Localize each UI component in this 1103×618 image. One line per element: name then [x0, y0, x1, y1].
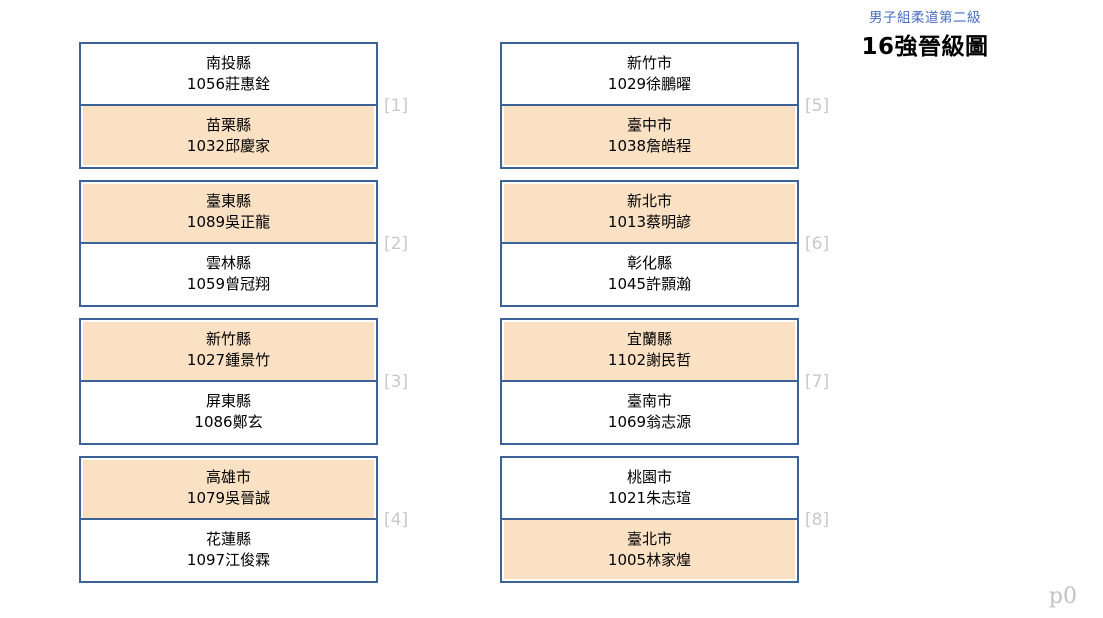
- slot-text: 苗栗縣 1032邱慶家: [187, 115, 270, 157]
- match-slot-winner[interactable]: 新竹縣 1027鍾景竹: [81, 320, 376, 382]
- page-header: 男子組柔道第二級 16強晉級圖: [775, 8, 1075, 64]
- team-name: 臺中市: [626, 116, 672, 135]
- slot-text: 彰化縣 1045許顥瀚: [608, 253, 691, 295]
- team-name: 雲林縣: [205, 254, 251, 273]
- match-slot[interactable]: 桃園市 1021朱志瑄: [502, 458, 797, 520]
- match-index-label: [8]: [805, 509, 830, 530]
- slot-text: 花蓮縣 1097江俊霖: [187, 529, 270, 571]
- match-box[interactable]: 宜蘭縣 1102謝民哲臺南市 1069翁志源 [7]: [500, 318, 829, 445]
- match-box[interactable]: 新北市 1013蔡明諺彰化縣 1045許顥瀚 [6]: [500, 180, 829, 307]
- slot-text: 桃園市 1021朱志瑄: [608, 467, 691, 509]
- slot-text: 臺南市 1069翁志源: [608, 391, 691, 433]
- winner-highlight: [83, 105, 374, 165]
- slot-text: 雲林縣 1059曾冠翔: [187, 253, 270, 295]
- team-name: 臺北市: [626, 530, 672, 549]
- player-name: 1027鍾景竹: [186, 350, 271, 369]
- match-box[interactable]: 南投縣 1056莊惠銓苗栗縣 1032邱慶家 [1]: [79, 42, 408, 169]
- winner-highlight: [504, 184, 795, 242]
- team-name: 新竹縣: [205, 329, 251, 348]
- player-name: 1079吳晉誠: [186, 488, 271, 507]
- player-name: 1056莊惠銓: [186, 74, 271, 93]
- bracket-column-right: 新竹市 1029徐鵬曜臺中市 1038詹皓程 [5] 新北市 1013蔡明諺彰化縣 1045…: [500, 42, 829, 594]
- slot-text: 臺北市 1005林家煌: [608, 529, 691, 571]
- winner-highlight: [83, 184, 374, 242]
- player-name: 1059曾冠翔: [186, 275, 271, 294]
- team-name: 花蓮縣: [205, 530, 251, 549]
- match-slot-winner[interactable]: 新北市 1013蔡明諺: [502, 182, 797, 244]
- player-name: 1038詹皓程: [607, 137, 692, 156]
- match-box[interactable]: 桃園市 1021朱志瑄臺北市 1005林家煌 [8]: [500, 456, 829, 583]
- match-slot[interactable]: 雲林縣 1059曾冠翔: [81, 243, 376, 305]
- match-slot-winner[interactable]: 高雄市 1079吳晉誠: [81, 458, 376, 520]
- slot-text: 宜蘭縣 1102謝民哲: [608, 329, 691, 371]
- match-box[interactable]: 臺東縣 1089吳正龍雲林縣 1059曾冠翔 [2]: [79, 180, 408, 307]
- match-slot-winner[interactable]: 臺北市 1005林家煌: [502, 519, 797, 581]
- team-name: 新北市: [626, 191, 672, 210]
- winner-highlight: [504, 105, 795, 165]
- player-name: 1013蔡明諺: [607, 212, 692, 231]
- event-subtitle: 男子組柔道第二級: [869, 10, 981, 26]
- match-index-label: [6]: [805, 233, 830, 254]
- player-name: 1045許顥瀚: [607, 275, 692, 294]
- team-name: 苗栗縣: [205, 116, 251, 135]
- page-title: 16強晉級圖: [861, 34, 989, 60]
- player-name: 1089吳正龍: [186, 212, 271, 231]
- slot-text: 高雄市 1079吳晉誠: [187, 467, 270, 509]
- slot-text: 屏東縣 1086鄭玄: [194, 391, 262, 433]
- winner-highlight: [83, 460, 374, 518]
- match-slot-winner[interactable]: 苗栗縣 1032邱慶家: [81, 105, 376, 167]
- match-slot[interactable]: 新竹市 1029徐鵬曜: [502, 44, 797, 106]
- match-box[interactable]: 高雄市 1079吳晉誠花蓮縣 1097江俊霖 [4]: [79, 456, 408, 583]
- page-marker: p0: [1048, 584, 1077, 609]
- match-box[interactable]: 新竹市 1029徐鵬曜臺中市 1038詹皓程 [5]: [500, 42, 829, 169]
- slot-text: 新北市 1013蔡明諺: [608, 191, 691, 233]
- player-name: 1097江俊霖: [186, 551, 271, 570]
- winner-highlight: [83, 322, 374, 380]
- bracket-column-left: 南投縣 1056莊惠銓苗栗縣 1032邱慶家 [1] 臺東縣 1089吳正龍雲林縣 1059…: [79, 42, 408, 594]
- slot-text: 南投縣 1056莊惠銓: [187, 53, 270, 95]
- match-index-label: [5]: [805, 95, 830, 116]
- match-slot[interactable]: 南投縣 1056莊惠銓: [81, 44, 376, 106]
- player-name: 1029徐鵬曜: [607, 74, 692, 93]
- team-name: 臺南市: [626, 392, 672, 411]
- match-index-label: [1]: [384, 95, 409, 116]
- slot-text: 新竹市 1029徐鵬曜: [608, 53, 691, 95]
- player-name: 1069翁志源: [607, 413, 692, 432]
- slot-text: 新竹縣 1027鍾景竹: [187, 329, 270, 371]
- slot-text: 臺中市 1038詹皓程: [608, 115, 691, 157]
- slot-text: 臺東縣 1089吳正龍: [187, 191, 270, 233]
- team-name: 新竹市: [626, 53, 672, 72]
- match-index-label: [4]: [384, 509, 409, 530]
- match-slot[interactable]: 花蓮縣 1097江俊霖: [81, 519, 376, 581]
- match-slot[interactable]: 彰化縣 1045許顥瀚: [502, 243, 797, 305]
- player-name: 1005林家煌: [607, 551, 692, 570]
- winner-highlight: [504, 322, 795, 380]
- match-box[interactable]: 新竹縣 1027鍾景竹屏東縣 1086鄭玄 [3]: [79, 318, 408, 445]
- team-name: 高雄市: [205, 467, 251, 486]
- winner-highlight: [504, 519, 795, 579]
- match-slot-winner[interactable]: 臺中市 1038詹皓程: [502, 105, 797, 167]
- team-name: 臺東縣: [205, 191, 251, 210]
- match-slot[interactable]: 臺南市 1069翁志源: [502, 381, 797, 443]
- match-slot[interactable]: 屏東縣 1086鄭玄: [81, 381, 376, 443]
- match-index-label: [3]: [384, 371, 409, 392]
- team-name: 桃園市: [626, 467, 672, 486]
- player-name: 1032邱慶家: [186, 137, 271, 156]
- team-name: 宜蘭縣: [626, 329, 672, 348]
- match-slot-winner[interactable]: 臺東縣 1089吳正龍: [81, 182, 376, 244]
- match-index-label: [7]: [805, 371, 830, 392]
- player-name: 1086鄭玄: [194, 413, 263, 432]
- team-name: 彰化縣: [626, 254, 672, 273]
- match-index-label: [2]: [384, 233, 409, 254]
- player-name: 1021朱志瑄: [607, 488, 692, 507]
- match-slot-winner[interactable]: 宜蘭縣 1102謝民哲: [502, 320, 797, 382]
- team-name: 南投縣: [205, 53, 251, 72]
- player-name: 1102謝民哲: [607, 350, 692, 369]
- team-name: 屏東縣: [205, 392, 251, 411]
